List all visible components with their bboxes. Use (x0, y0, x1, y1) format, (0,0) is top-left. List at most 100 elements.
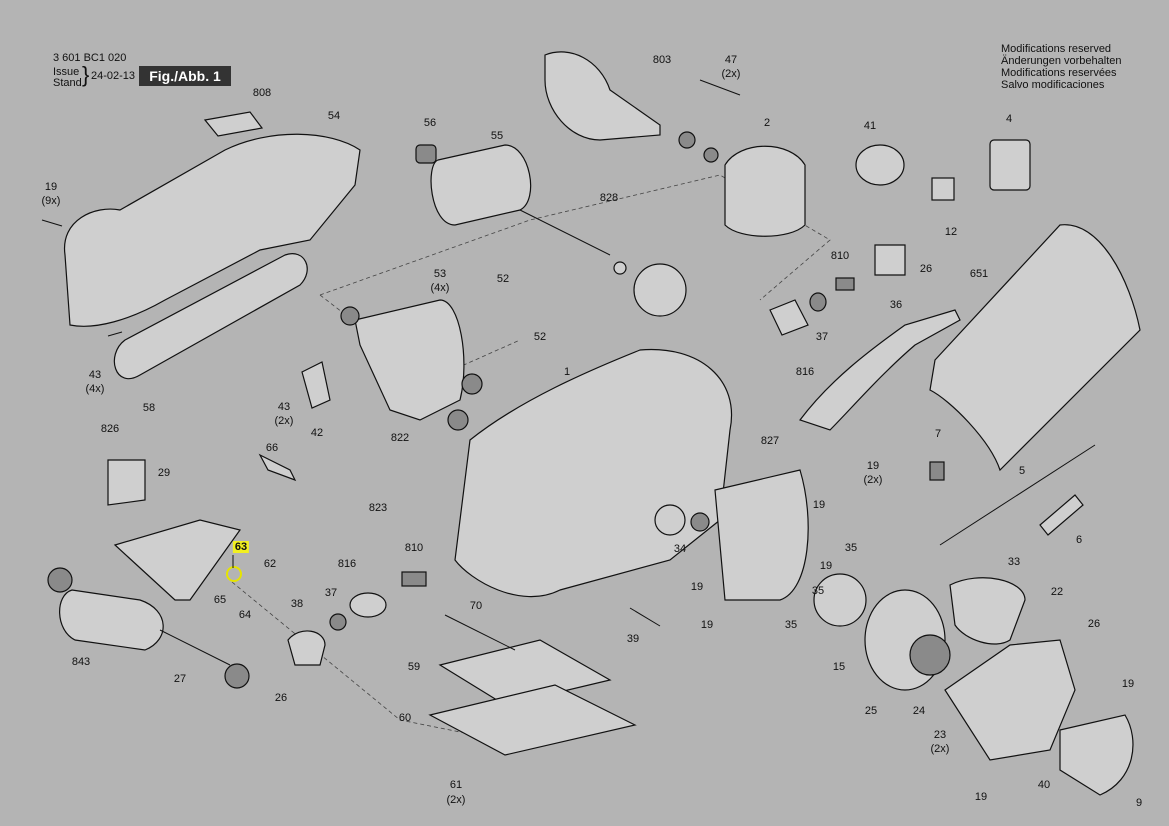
bearing-plate-822 (354, 299, 465, 421)
axle-27 (159, 629, 231, 666)
label-qty: (2x) (721, 68, 741, 80)
label-19: 19 (812, 499, 826, 511)
label-41: 41 (863, 120, 877, 132)
label-822: 822 (390, 432, 410, 444)
label-19: 19 (700, 619, 714, 631)
label-65: 65 (213, 594, 227, 606)
brush-810 (835, 277, 855, 291)
bracket-36 (874, 244, 906, 276)
brace: } (82, 62, 90, 87)
label-19: 19 (44, 181, 58, 193)
label-19: 19 (866, 460, 880, 472)
stand-label: Stand (53, 77, 82, 89)
label-810: 810 (830, 250, 850, 262)
cap-40 (1059, 714, 1134, 796)
label-39: 39 (626, 633, 640, 645)
bearing-56 (415, 144, 437, 164)
fan-15 (813, 573, 867, 627)
label-47: 47 (724, 54, 738, 66)
label-66: 66 (265, 442, 279, 454)
label-52: 52 (496, 273, 510, 285)
ring-37 (329, 613, 347, 631)
screw-39 (629, 607, 661, 627)
label-38: 38 (290, 598, 304, 610)
figure-badge: Fig./Abb. 1 (139, 66, 231, 86)
cover-651 (929, 224, 1141, 472)
label-1: 1 (563, 366, 571, 378)
cable-5 (939, 444, 1096, 546)
bracket-42 (301, 361, 331, 409)
label-15: 15 (832, 661, 846, 673)
label-70: 70 (469, 600, 483, 612)
issue-label: Issue (53, 66, 80, 78)
label-60: 60 (398, 712, 412, 724)
roller-843 (59, 589, 164, 651)
label-61: 61 (449, 779, 463, 791)
label-26: 26 (919, 263, 933, 275)
label-63-highlighted: 63 (232, 541, 250, 553)
belt-33 (949, 577, 1026, 645)
label-827: 827 (760, 435, 780, 447)
label-843: 843 (71, 656, 91, 668)
label-58: 58 (142, 402, 156, 414)
housing-cover-54 (64, 133, 361, 327)
holder-816 (349, 592, 387, 618)
label-7: 7 (934, 428, 942, 440)
label-34: 34 (673, 543, 687, 555)
label-36: 36 (889, 299, 903, 311)
drum-55 (430, 144, 532, 226)
label-803: 803 (652, 54, 672, 66)
label-19: 19 (819, 560, 833, 572)
label-35: 35 (844, 542, 858, 554)
label-40: 40 (1037, 779, 1051, 791)
label-62: 62 (263, 558, 277, 570)
label-64: 64 (238, 609, 252, 621)
label-828: 828 (599, 192, 619, 204)
issue-date: 24-02-13 (91, 70, 136, 82)
armature-803 (544, 51, 661, 141)
label-26: 26 (1087, 618, 1101, 630)
label-22: 22 (1050, 586, 1064, 598)
label-810: 810 (404, 542, 424, 554)
dashed-assembly-line (319, 174, 831, 301)
brush-810 (401, 571, 427, 587)
label-27: 27 (173, 673, 187, 685)
note-line: Modifications reserved (1001, 43, 1112, 55)
label-qty: (2x) (863, 474, 883, 486)
spring-66 (258, 453, 297, 482)
note-line: Salvo modificaciones (1001, 79, 1105, 91)
label-25: 25 (864, 705, 878, 717)
label-qty: (2x) (930, 743, 950, 755)
bearing-803 (678, 131, 696, 149)
fan-housing-827 (714, 469, 809, 601)
plate-59 (438, 639, 612, 706)
label-33: 33 (1007, 556, 1021, 568)
label-651: 651 (969, 268, 989, 280)
bearing-843 (47, 567, 73, 593)
label-55: 55 (490, 130, 504, 142)
label-12: 12 (944, 226, 958, 238)
label-29: 29 (157, 467, 171, 479)
lever-826 (107, 459, 146, 506)
bearing-803 (703, 147, 719, 163)
label-59: 59 (407, 661, 421, 673)
bearing-843 (224, 663, 250, 689)
field-coil-2 (724, 145, 806, 237)
label-43: 43 (88, 369, 102, 381)
label-24: 24 (912, 705, 926, 717)
part-number: 3 601 BC1 020 (53, 52, 127, 64)
label-19: 19 (974, 791, 988, 803)
label-4: 4 (1005, 113, 1013, 125)
screw-47 (699, 79, 741, 96)
brush-cap-38 (287, 630, 326, 666)
label-qty: (4x) (430, 282, 450, 294)
cover-22 (944, 639, 1076, 761)
suppressor-12 (931, 177, 955, 201)
label-19: 19 (1121, 678, 1135, 690)
sleeve-6 (1039, 494, 1084, 536)
shaft-55 (519, 209, 611, 256)
screw-43 (107, 331, 123, 337)
label-52: 52 (533, 331, 547, 343)
label-6: 6 (1075, 534, 1083, 546)
